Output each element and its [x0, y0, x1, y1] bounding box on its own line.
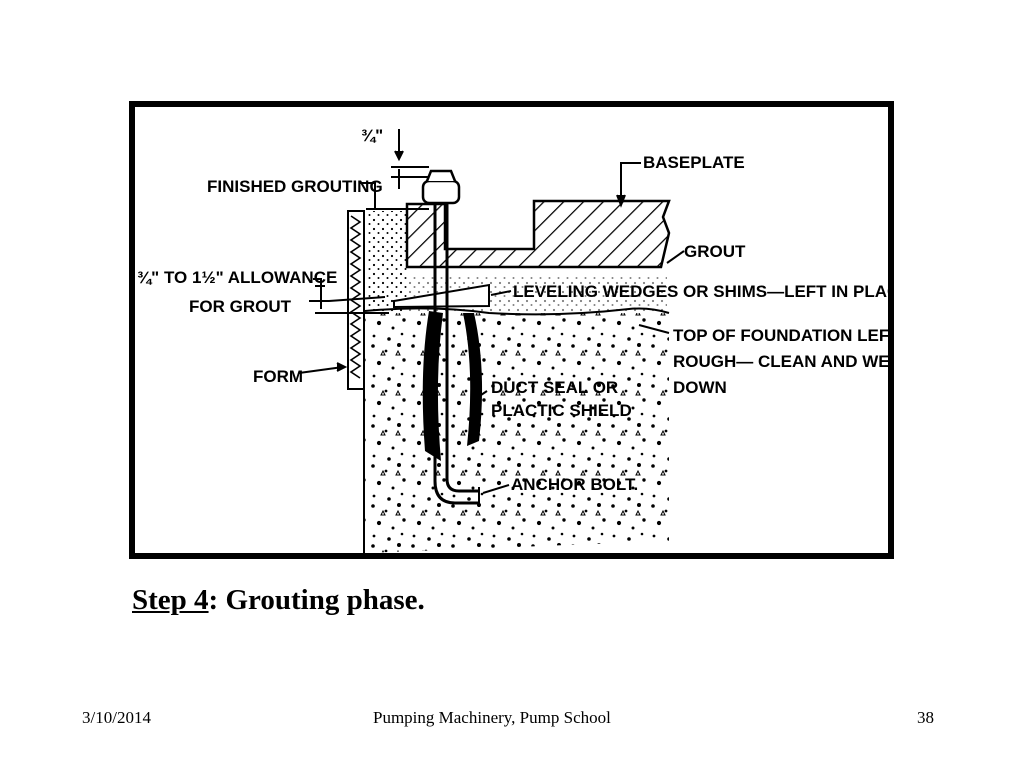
caption-text: : Grouting phase. [208, 584, 425, 616]
grouting-diagram: ¾" FINISHED GROUTING BASEPLATE GROUT ¾" … [129, 101, 894, 559]
slide-caption: Step 4: Grouting phase. [132, 584, 425, 617]
anchor-bolt [421, 169, 480, 507]
footer-page-number: 38 [917, 708, 934, 727]
form-label: FORM [253, 367, 303, 386]
caption-step: Step 4 [132, 584, 209, 616]
grout-label: GROUT [684, 242, 746, 261]
duct-seal-label-line1: DUCT SEAL OR [491, 378, 618, 397]
grout-fill [366, 211, 408, 313]
baseplate-label: BASEPLATE [643, 153, 745, 172]
leader-lines [298, 129, 685, 494]
leveling-wedge [393, 283, 490, 309]
concrete-foundation [365, 313, 669, 553]
footer-date: 3/10/2014 [82, 708, 151, 727]
duct-seal-shield [422, 311, 483, 461]
foundation-label-line3: DOWN [673, 378, 727, 397]
allowance-label-line1: ¾" TO 1½" ALLOWANCE [137, 268, 337, 287]
allowance-label-line2: FOR GROUT [189, 297, 292, 316]
footer-title: Pumping Machinery, Pump School [373, 708, 611, 727]
foundation-label-line1: TOP OF FOUNDATION LEFT [673, 326, 894, 345]
leveling-wedges-label: LEVELING WEDGES OR SHIMS—LEFT IN PLACE [513, 282, 894, 301]
baseplate [405, 199, 671, 269]
anchor-bolt-label: ANCHOR BOLT. [511, 475, 638, 494]
clearance-label: ¾" [361, 126, 383, 145]
finished-grouting-label: FINISHED GROUTING [207, 177, 383, 196]
duct-seal-label-line2: PLACTIC SHIELD [491, 401, 632, 420]
foundation-label-line2: ROUGH— CLEAN AND WET [673, 352, 894, 371]
